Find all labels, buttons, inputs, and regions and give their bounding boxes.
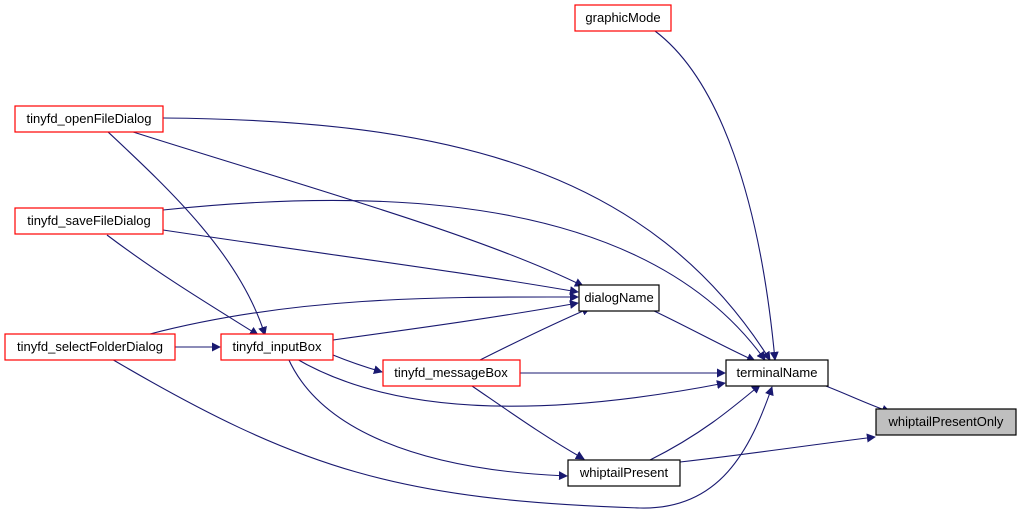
node-dialogName[interactable]: dialogName xyxy=(578,284,660,312)
node-terminalName[interactable]: terminalName xyxy=(725,359,829,387)
node-label: whiptailPresentOnly xyxy=(888,414,1004,429)
edge-saveFileDialog-inputBox xyxy=(106,234,259,336)
edge-whiptailPresent-whiptailPresentOnly xyxy=(679,433,876,463)
edge-inputBox-messageBox xyxy=(332,354,383,375)
edge-inputBox-dialogName xyxy=(332,300,579,341)
node-tinyfd-saveFileDialog[interactable]: tinyfd_saveFileDialog xyxy=(14,207,164,235)
edges xyxy=(106,30,891,509)
node-graphicMode[interactable]: graphicMode xyxy=(574,4,672,32)
edge-inputBox-terminalName xyxy=(294,357,726,407)
nodes: graphicMode tinyfd_openFileDialog tinyfd… xyxy=(4,4,1017,487)
edge-selectFolderDialog-dialogName xyxy=(149,292,579,335)
node-whiptailPresentOnly[interactable]: whiptailPresentOnly xyxy=(875,408,1017,436)
edge-selectFolderDialog-terminalName xyxy=(109,357,774,509)
node-label: graphicMode xyxy=(585,10,660,25)
node-tinyfd-messageBox[interactable]: tinyfd_messageBox xyxy=(382,359,521,387)
node-label: dialogName xyxy=(584,290,653,305)
node-label: tinyfd_messageBox xyxy=(394,365,508,380)
node-tinyfd-inputBox[interactable]: tinyfd_inputBox xyxy=(220,333,334,361)
node-label: tinyfd_openFileDialog xyxy=(26,111,151,126)
edge-saveFileDialog-dialogName xyxy=(162,229,579,296)
edge-terminalName-whiptailPresentOnly xyxy=(817,382,891,414)
node-label: terminalName xyxy=(737,365,818,380)
edge-inputBox-whiptailPresent xyxy=(287,357,568,481)
node-label: tinyfd_saveFileDialog xyxy=(27,213,151,228)
edge-openFileDialog-inputBox xyxy=(106,130,267,336)
node-tinyfd-openFileDialog[interactable]: tinyfd_openFileDialog xyxy=(14,105,164,133)
edge-messageBox-dialogName xyxy=(479,307,591,361)
node-label: whiptailPresent xyxy=(579,465,669,480)
edge-openFileDialog-terminalName xyxy=(162,117,771,361)
node-whiptailPresent[interactable]: whiptailPresent xyxy=(567,459,681,487)
edge-messageBox-whiptailPresent xyxy=(471,385,585,460)
edge-openFileDialog-dialogName xyxy=(129,130,584,287)
edge-whiptailPresent-terminalName xyxy=(649,384,761,461)
node-tinyfd-selectFolderDialog[interactable]: tinyfd_selectFolderDialog xyxy=(4,333,176,361)
node-label: tinyfd_selectFolderDialog xyxy=(17,339,163,354)
edge-saveFileDialog-terminalName xyxy=(162,199,766,361)
node-label: tinyfd_inputBox xyxy=(233,339,322,354)
edge-graphicMode-terminalName xyxy=(654,30,779,361)
edge-dialogName-terminalName xyxy=(649,308,756,362)
